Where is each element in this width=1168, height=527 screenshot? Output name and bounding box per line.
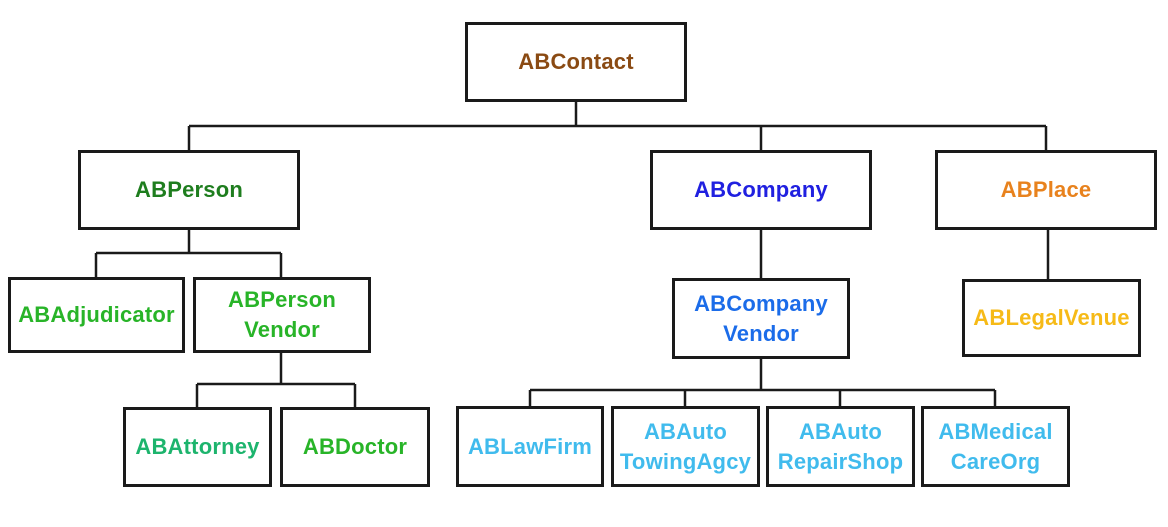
node-abattorney: ABAttorney [123, 407, 272, 487]
node-label: ABAttorney [135, 434, 260, 459]
node-label: ABPerson [228, 287, 336, 312]
node-abcompany: ABCompany [650, 150, 872, 230]
node-label: Vendor [244, 317, 320, 342]
node-label: RepairShop [777, 448, 904, 474]
node-label: TowingAgcy [619, 448, 752, 474]
node-label: ABAuto [643, 418, 728, 444]
node-label: ABPlace [1000, 177, 1092, 202]
node-label: ABMedical [938, 418, 1053, 444]
node-label: ABPerson [135, 177, 243, 202]
node-label: ABContact [518, 49, 634, 74]
node-abadjudicator: ABAdjudicator [8, 277, 185, 353]
edge-personvendor-to-children [195, 353, 357, 408]
edge-companyvendor-to-children [528, 359, 997, 407]
node-abcontact: ABContact [465, 22, 687, 102]
node-abplace: ABPlace [935, 150, 1157, 230]
node-label: CareOrg [950, 448, 1041, 474]
node-label: ABLegalVenue [973, 305, 1130, 330]
node-label: ABLawFirm [467, 433, 593, 459]
node-label: ABCompany [694, 177, 828, 202]
node-label: ABDoctor [302, 434, 408, 459]
node-abmedicalcareorg: ABMedical CareOrg [921, 406, 1070, 487]
edge-person-to-children [94, 230, 283, 278]
node-abcompanyvendor: ABCompany Vendor [672, 278, 850, 359]
node-abpersonvendor: ABPerson Vendor [193, 277, 371, 353]
edge-contact-to-children [187, 102, 1048, 151]
node-label: ABAdjudicator [18, 302, 175, 327]
node-abdoctor: ABDoctor [280, 407, 430, 487]
node-ablegalvenue: ABLegalVenue [962, 279, 1141, 357]
node-abautotowingagcy: ABAuto TowingAgcy [611, 406, 760, 487]
node-ablawfirm: ABLawFirm [456, 406, 604, 487]
node-abautorepairshop: ABAuto RepairShop [766, 406, 915, 487]
node-label: ABAuto [798, 418, 883, 444]
node-abperson: ABPerson [78, 150, 300, 230]
node-label: ABCompany [694, 290, 828, 316]
node-label: Vendor [723, 320, 799, 346]
